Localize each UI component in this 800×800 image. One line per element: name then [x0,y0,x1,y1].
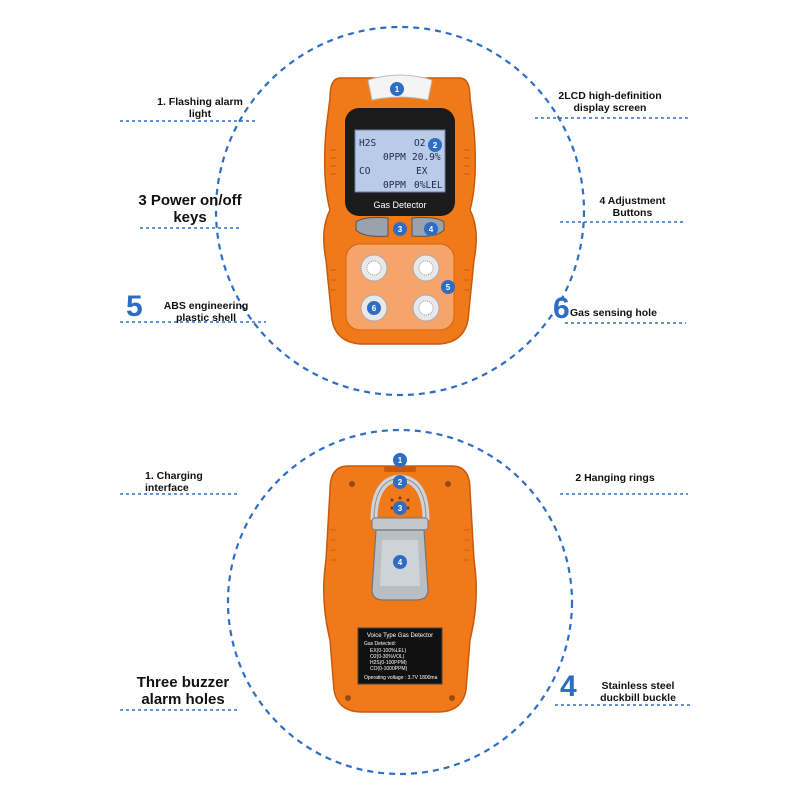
back-badges: 1 2 3 4 [393,453,407,569]
back-label-voltage: Operating voltage : 3.7V 1800ma [364,675,438,681]
lcd-r4-right: 0%LEL [414,180,443,191]
badge: 1 [398,456,403,465]
callout-power-keys: 3 Power on/off keys [138,192,242,227]
callout-duckbill-buckle: Stainless steel duckbill buckle [600,680,676,705]
back-label-line: CO(0-1000PPM) [370,666,408,672]
back-label-line: H2S(0-100PPM) [370,660,407,666]
sensor-plate [345,243,455,331]
left-button [355,217,389,237]
callout-lcd-display: 2LCD high-definition display screen [558,90,662,115]
badge: 3 [398,504,403,513]
callout-adjustment-buttons: 4 Adjustment Buttons [599,195,666,220]
lcd-r3-left: CO [359,166,371,177]
sensor-holes [360,254,440,322]
callout-charging-interface: 1. Charging interface [145,470,203,495]
lcd-r2-right: 20.9% [412,152,441,163]
brand-label: Gas Detector [373,200,426,210]
badge: 3 [398,225,403,234]
badge: 2 [433,141,438,150]
callout-number-6: 6 [553,292,570,325]
callout-hanging-rings: 2 Hanging rings [575,472,655,484]
top-dashed-circle [214,25,586,397]
back-label-title: Voice Type Gas Detector [367,633,433,639]
badge: 4 [398,558,403,567]
callout-abs-shell: ABS engineering plastic shell [163,300,249,325]
front-badges: 1 2 3 4 5 6 [367,82,455,315]
callout-flashing-alarm-light: 1. Flashing alarm light [157,96,243,121]
back-label-line: O2(0-30%VOL) [370,654,405,660]
front-device: H2S O2 0PPM 20.9% CO EX 0PPM 0%LEL Gas D… [323,74,477,345]
back-label [357,627,443,685]
lcd-r1-right: O2 [414,138,425,149]
back-device: Voice Type Gas Detector Gas Detected: EX… [323,453,477,713]
clip-hinge [371,517,429,531]
lcd-r2-left: 0PPM [383,152,406,163]
callout-number-5: 5 [126,290,143,323]
lcd-r3-right: EX [416,166,428,177]
callout-buzzer-holes: Three buzzer alarm holes [136,674,230,709]
buzzer-holes [390,496,410,510]
badge: 4 [429,225,434,234]
badge: 6 [372,304,377,313]
bottom-dashed-circle [226,428,574,776]
callout-gas-sensing-hole: Gas sensing hole [570,307,657,319]
lcd-r4-left: 0PPM [383,180,406,191]
back-label-line: EX(0-100%LEL) [370,648,406,654]
callout-number-4: 4 [560,670,577,703]
back-label-subtitle: Gas Detected: [364,641,396,647]
lcd-r1-left: H2S [359,138,376,149]
badge: 1 [395,85,400,94]
badge: 5 [446,283,451,292]
badge: 2 [398,478,403,487]
